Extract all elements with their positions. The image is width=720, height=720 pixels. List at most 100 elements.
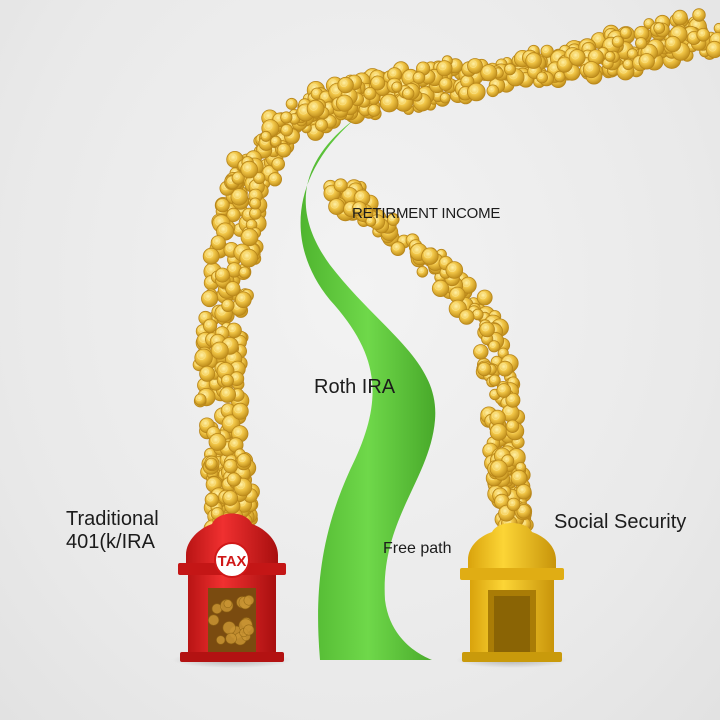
gold-coin-icon	[204, 492, 219, 507]
coin-highlight	[242, 251, 251, 261]
coin-highlight	[365, 88, 372, 96]
coin-highlight	[499, 363, 508, 371]
coin-highlight	[251, 199, 257, 205]
coin-highlight	[211, 435, 220, 445]
coin-highlight	[434, 282, 443, 291]
gold-coin-icon	[619, 26, 632, 40]
gold-coin-icon	[226, 472, 241, 487]
coin-highlight	[399, 236, 406, 244]
gold-coin-icon	[582, 61, 600, 79]
coin-highlight	[309, 102, 318, 111]
coin-highlight	[479, 291, 487, 300]
tax-booth-icon	[178, 513, 286, 662]
coin-highlight	[508, 499, 516, 507]
coin-highlight	[201, 368, 210, 376]
coin-highlight	[708, 43, 717, 52]
gold-coin-icon	[391, 81, 403, 93]
coin-highlight	[206, 494, 214, 502]
coin-highlight	[254, 173, 261, 180]
coin-highlight	[571, 51, 580, 60]
coin-highlight	[221, 388, 230, 397]
gold-coin-icon	[243, 624, 255, 636]
gold-coin-icon	[553, 70, 566, 83]
coin-highlight	[392, 243, 400, 251]
coin-highlight	[505, 65, 512, 71]
coin-highlight	[555, 72, 562, 78]
coin-highlight	[518, 506, 526, 514]
coin-highlight	[207, 459, 213, 466]
gold-coin-icon	[696, 27, 710, 42]
coin-highlight	[451, 289, 460, 297]
gold-coin-icon	[208, 433, 227, 451]
coin-highlight	[353, 203, 362, 211]
coin-highlight	[212, 508, 219, 516]
coin-highlight	[228, 474, 236, 482]
gold-coin-icon	[525, 52, 542, 69]
coin-highlight	[513, 472, 521, 480]
coin-highlight	[448, 263, 457, 273]
coin-highlight	[423, 250, 432, 259]
coin-highlight	[228, 153, 237, 162]
coin-highlight	[537, 73, 544, 80]
coin-highlight	[223, 300, 230, 308]
coin-highlight	[496, 496, 504, 504]
gold-coin-icon	[489, 423, 508, 441]
gold-coin-icon	[337, 76, 354, 94]
tax-badge: TAX	[218, 553, 247, 570]
coin-highlight	[492, 425, 501, 435]
coin-highlight	[335, 180, 343, 188]
roth-green-path	[300, 118, 436, 660]
coin-highlight	[238, 455, 246, 463]
coin-highlight	[282, 113, 288, 119]
coin-highlight	[225, 244, 234, 252]
gold-coin-icon	[285, 97, 298, 110]
gold-coin-icon	[505, 419, 520, 434]
gold-coin-icon	[556, 56, 573, 73]
gold-coin-icon	[486, 84, 500, 98]
coin-highlight	[205, 320, 212, 328]
coin-highlight	[250, 209, 257, 215]
gold-coin-icon	[480, 64, 498, 82]
social-security-label: Social Security	[554, 511, 687, 533]
coin-highlight	[403, 89, 410, 96]
gold-coin-icon	[333, 178, 348, 193]
coin-highlight	[219, 364, 228, 374]
coin-highlight	[498, 385, 506, 393]
gold-coin-icon	[672, 9, 688, 26]
gold-coin-icon	[194, 393, 207, 406]
coin-highlight	[645, 19, 651, 25]
gold-coin-icon	[219, 386, 237, 403]
coin-highlight	[479, 364, 486, 371]
gold-coin-icon	[335, 94, 354, 112]
gold-coin-icon	[365, 215, 377, 227]
gold-coin-icon	[231, 402, 249, 420]
coin-highlight	[217, 199, 225, 207]
coin-highlight	[287, 99, 294, 106]
gold-coin-icon	[390, 241, 406, 257]
coin-highlight	[222, 405, 231, 413]
gold-coin-icon	[412, 71, 426, 84]
gold-coin-icon	[515, 483, 532, 500]
coin-highlight	[282, 125, 289, 132]
coin-highlight	[233, 190, 242, 199]
gold-coin-icon	[467, 58, 483, 74]
gold-coin-icon	[205, 457, 218, 471]
coin-highlight	[224, 417, 234, 426]
gold-coin-icon	[421, 247, 439, 265]
gold-coin-icon	[223, 458, 238, 474]
gold-coin-icon	[249, 197, 262, 210]
coin-highlight	[628, 49, 634, 56]
roth-ira-label: Roth IRA	[314, 376, 396, 398]
gold-coin-icon	[201, 290, 219, 308]
coin-highlight	[489, 341, 496, 348]
coin-highlight	[698, 29, 705, 37]
gold-coin-icon	[488, 374, 501, 387]
gold-coin-icon	[487, 340, 501, 353]
gold-coin-icon	[230, 188, 248, 206]
coin-highlight	[440, 258, 448, 265]
coin-highlight	[549, 63, 558, 72]
gold-coin-icon	[270, 135, 282, 148]
gold-coin-icon	[222, 490, 239, 507]
